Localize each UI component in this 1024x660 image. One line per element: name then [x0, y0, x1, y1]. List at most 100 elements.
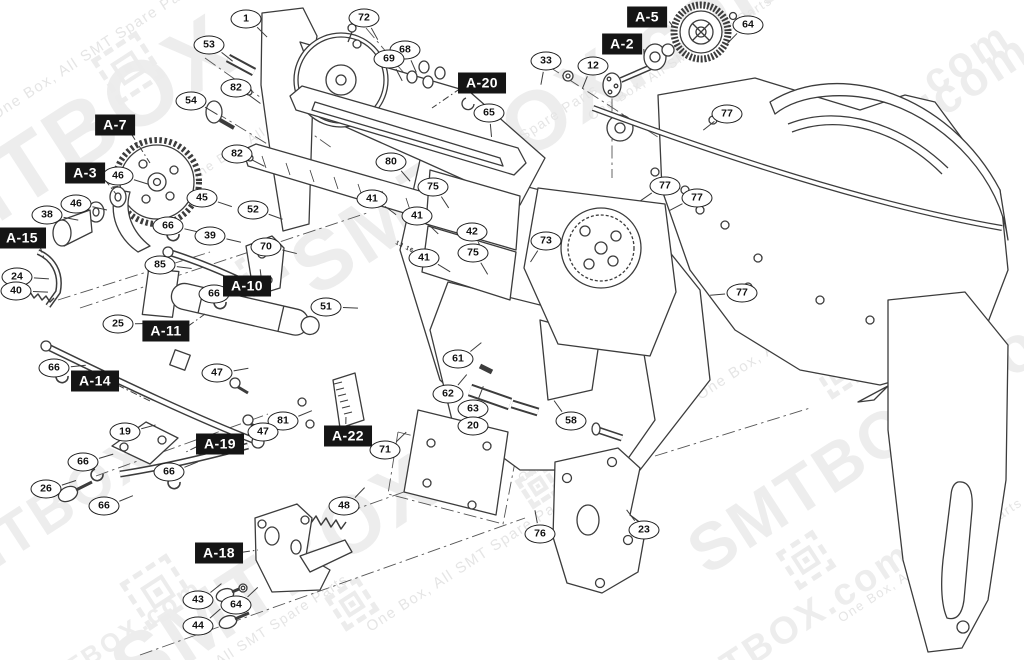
part-number: 71 [379, 443, 391, 456]
part-callout-20: 20 [457, 416, 489, 436]
part-callout-41: 41 [356, 189, 388, 209]
part-callout-26: 26 [30, 479, 62, 499]
part-number: 40 [10, 284, 22, 297]
leader-line [639, 192, 653, 202]
assembly-id: A-10 [231, 277, 263, 294]
leader-line [457, 374, 468, 386]
part-callout-33: 33 [530, 51, 562, 71]
part-number: 75 [467, 246, 479, 259]
part-callout-12: 12 [577, 56, 609, 76]
leader-line [141, 424, 156, 430]
part-number: 45 [196, 191, 208, 204]
leader-line [470, 342, 482, 352]
assembly-id: A-11 [150, 322, 182, 339]
assembly-id: A-19 [204, 435, 236, 452]
part-number: 38 [41, 208, 53, 221]
leader-line [187, 313, 206, 327]
leader-line [410, 60, 417, 73]
part-number: 66 [77, 455, 89, 468]
leader-line [553, 400, 563, 412]
part-number: 39 [204, 229, 216, 242]
part-number: 63 [467, 402, 479, 415]
part-callout-77: 77 [681, 188, 713, 208]
part-number: 19 [119, 425, 131, 438]
assembly-label-A-10: A-10 [223, 275, 271, 297]
part-callout-47: 47 [201, 363, 233, 383]
leader-line [32, 291, 48, 293]
leader-line [98, 453, 114, 459]
part-callout-75: 75 [457, 243, 489, 263]
part-callout-66: 66 [38, 358, 70, 378]
leader-line [534, 510, 538, 524]
leader-line [384, 205, 397, 216]
part-callout-82: 82 [221, 144, 253, 164]
part-callout-65: 65 [473, 103, 505, 123]
part-number: 70 [260, 240, 272, 253]
leader-line [702, 120, 715, 131]
part-number: 54 [185, 94, 197, 107]
part-callout-85: 85 [144, 255, 176, 275]
leader-line [268, 213, 283, 220]
part-number: 77 [721, 107, 733, 120]
assembly-label-A-15: A-15 [0, 227, 46, 249]
leader-line [342, 306, 358, 309]
leader-line [540, 71, 544, 85]
part-callout-66: 66 [88, 496, 120, 516]
part-number: 77 [659, 179, 671, 192]
part-number: 85 [154, 258, 166, 271]
part-callout-46: 46 [102, 166, 134, 186]
part-number: 51 [320, 300, 332, 313]
part-callout-54: 54 [175, 91, 207, 111]
assembly-label-A-7: A-7 [95, 114, 135, 136]
leader-line [400, 170, 411, 182]
machine-parts [29, 1, 1009, 653]
part-number: 73 [540, 234, 552, 247]
leader-line [217, 201, 233, 208]
part-callout-73: 73 [530, 231, 562, 251]
part-number: 41 [418, 251, 430, 264]
leader-line [395, 431, 407, 443]
part-callout-51: 51 [310, 297, 342, 317]
leader-line [256, 26, 268, 38]
part-callout-40: 40 [0, 281, 32, 301]
part-callout-41: 41 [401, 206, 433, 226]
part-number: 65 [483, 106, 495, 119]
part-number: 23 [638, 523, 650, 536]
part-callout-44: 44 [182, 616, 214, 636]
part-number: 20 [467, 419, 479, 432]
assembly-id: A-18 [203, 544, 235, 561]
part-callout-77: 77 [649, 176, 681, 196]
part-number: 72 [358, 11, 370, 24]
leader-line [626, 509, 636, 522]
leader-line [710, 293, 726, 296]
part-number: 12 [587, 59, 599, 72]
part-callout-61: 61 [442, 349, 474, 369]
leader-line [247, 587, 259, 598]
part-number: 46 [70, 197, 82, 210]
leader-line [395, 68, 403, 82]
leader-line [530, 250, 539, 263]
part-callout-23: 23 [628, 520, 660, 540]
part-callout-52: 52 [237, 200, 269, 220]
part-number: 82 [231, 147, 243, 160]
leader-line [117, 384, 151, 402]
assembly-label-A-22: A-22 [324, 425, 372, 447]
part-callout-66: 66 [67, 452, 99, 472]
part-callout-62: 62 [432, 384, 464, 404]
leader-line [119, 495, 134, 502]
part-callout-25: 25 [102, 314, 134, 334]
part-callout-41: 41 [408, 248, 440, 268]
part-callout-48: 48 [328, 496, 360, 516]
leader-line [70, 364, 86, 368]
part-number: 26 [40, 482, 52, 495]
leader-line [233, 367, 249, 372]
part-callout-77: 77 [726, 283, 758, 303]
leader-line [370, 27, 379, 40]
part-callout-39: 39 [194, 226, 226, 246]
part-number: 69 [383, 52, 395, 65]
part-callout-66: 66 [153, 462, 185, 482]
part-number: 44 [192, 619, 204, 632]
leader-line [176, 266, 192, 269]
